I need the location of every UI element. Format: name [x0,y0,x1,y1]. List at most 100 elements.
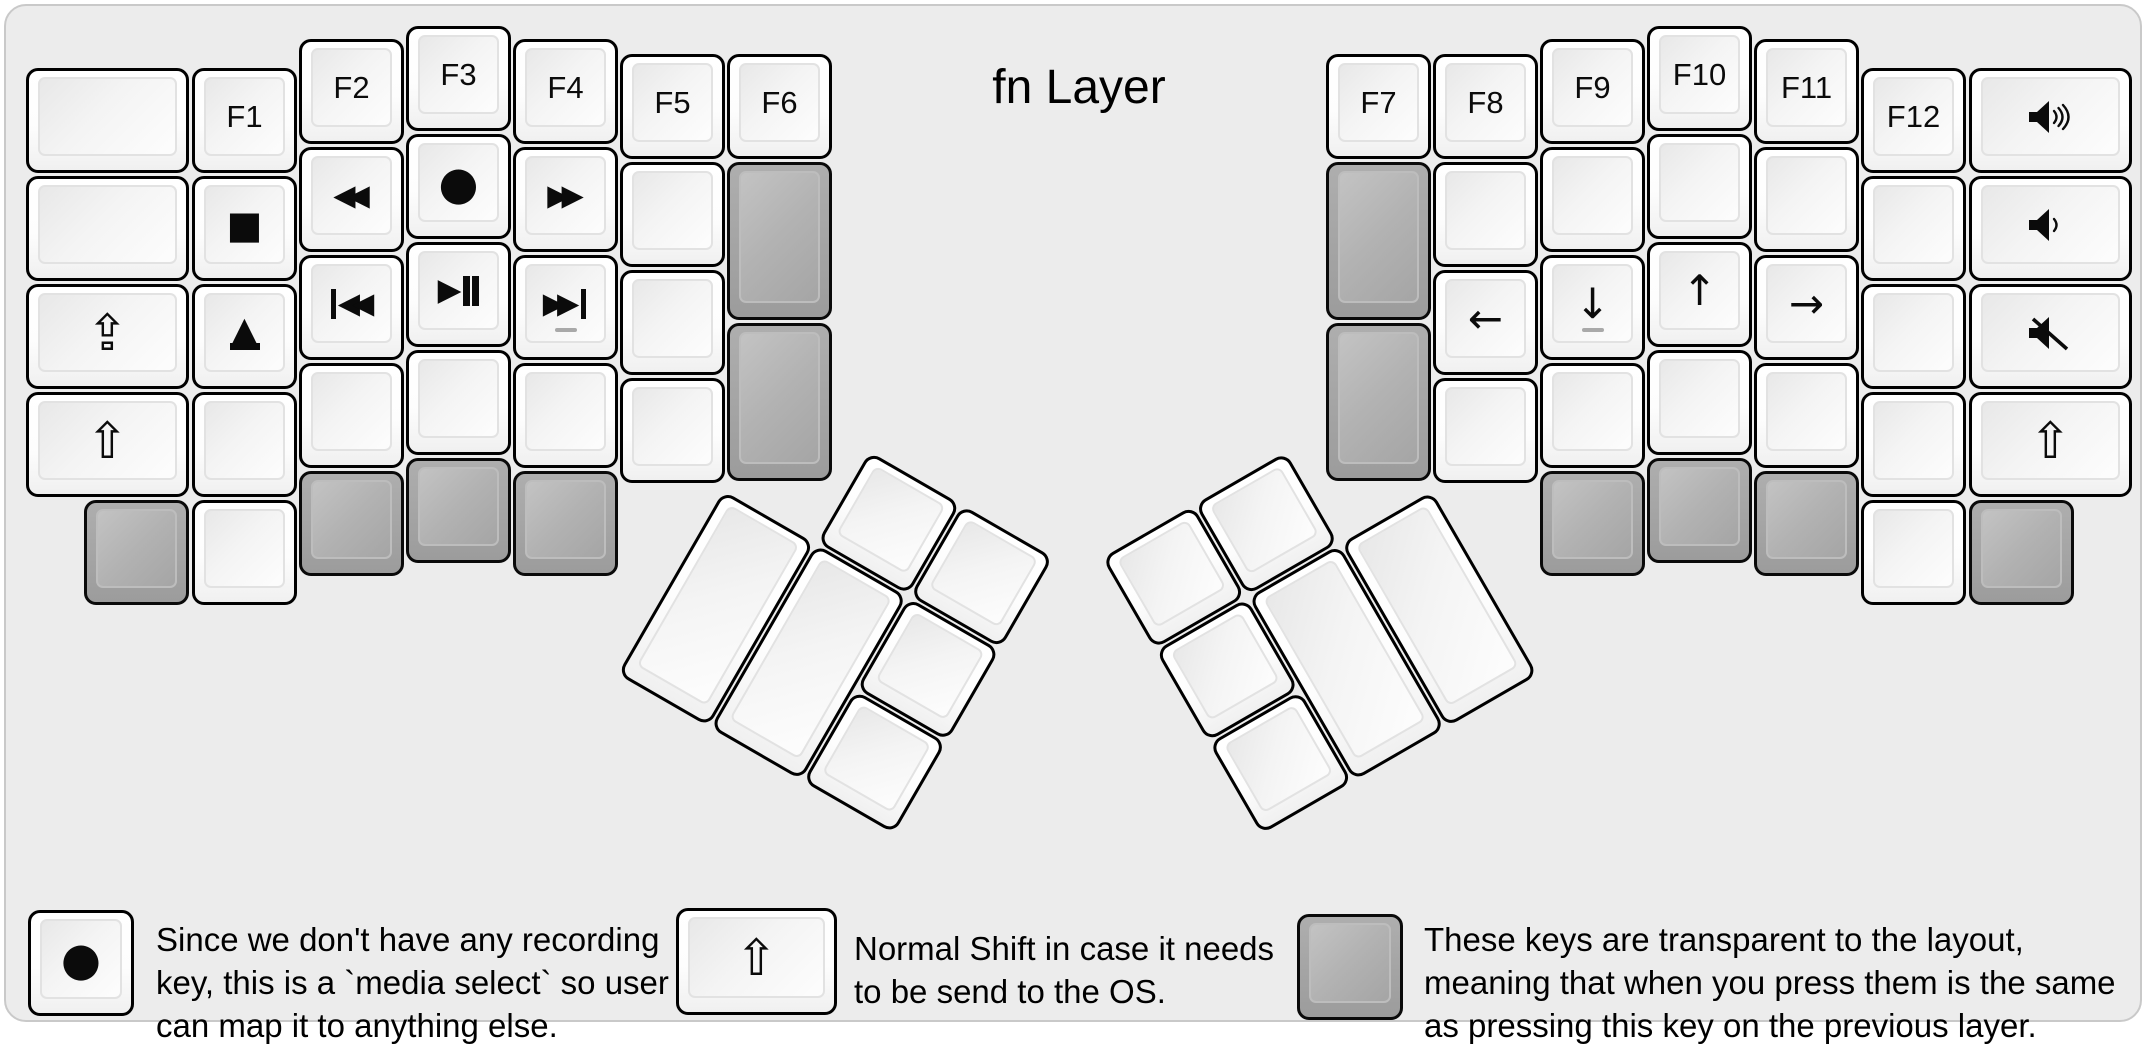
key-f9[interactable]: F9 [1540,39,1645,144]
keycap-face [1873,185,1954,264]
r-col2-row3[interactable] [1861,284,1966,389]
key-f3[interactable]: F3 [406,26,511,131]
keycap-face [1766,156,1847,235]
l-col6-row4[interactable] [620,378,725,483]
key-volume-mute[interactable] [1969,284,2132,389]
key-f12[interactable]: F12 [1861,68,1966,173]
key-arrow-up[interactable]: ↑ [1647,242,1752,347]
keycap-face [1981,185,2120,264]
keycap-face [1659,359,1740,438]
keycap-face: ● [418,143,499,222]
r-col6-row2[interactable] [1433,162,1538,267]
keycap-face: ⇧ [688,917,825,998]
r-col5-bottom[interactable] [1540,471,1645,576]
l-inner-tall2[interactable] [727,323,832,481]
key-volume-up[interactable] [1969,68,2132,173]
stop-icon: ■ [226,202,263,247]
r-inner-tall2[interactable] [1326,323,1431,481]
l-inner-tall1[interactable] [727,162,832,320]
keycap-face [1552,372,1633,451]
l-col2-row4[interactable] [192,392,297,497]
keycap-face: → [1766,264,1847,343]
keycap-face [525,480,606,559]
key-arrow-right[interactable]: → [1754,255,1859,360]
keycap-face: F10 [1659,35,1740,114]
key-play-pause[interactable]: ▶ [406,242,511,347]
record-icon: ● [60,932,102,986]
rewind-icon: ◀◀ [333,178,370,212]
keycap-face: F8 [1445,63,1526,142]
r-col4-bottom[interactable] [1647,458,1752,563]
r-shift[interactable]: ⇧ [1969,392,2132,497]
keycap-face [739,171,820,303]
key-stop[interactable]: ■ [192,176,297,281]
key-prev-track[interactable]: ◀◀ [299,255,404,360]
key-fast-forward[interactable]: ▶▶ [513,147,618,252]
r-inner-tall1[interactable] [1326,162,1431,320]
r-col3-row4[interactable] [1754,363,1859,468]
key-f11[interactable]: F11 [1754,39,1859,144]
key-f4[interactable]: F4 [513,39,618,144]
l-shift[interactable]: ⇧ [26,392,189,497]
key-arrow-left[interactable]: ← [1433,270,1538,375]
keycap-face: ⇧ [1981,401,2120,480]
key-record[interactable]: ● [406,134,511,239]
keycap-face [1116,519,1227,629]
keycap-face: ⇧ [38,401,177,480]
r-col2-bottom[interactable] [1861,500,1966,605]
eject-icon: ▲ [229,312,260,351]
keycap-face [1659,467,1740,546]
r-col5-row2[interactable] [1540,147,1645,252]
l-col5-bottom[interactable] [513,471,618,576]
r-col4-row4[interactable] [1647,350,1752,455]
r-col5-row4[interactable] [1540,363,1645,468]
key-f7[interactable]: F7 [1326,54,1431,159]
keycap-face: ◀◀ [311,264,392,343]
l-col1-row2[interactable] [26,176,189,281]
key-volume-down[interactable] [1969,176,2132,281]
keycap-face: ▲ [204,293,285,372]
l-col1-bottom[interactable] [84,500,189,605]
keycap-face [311,372,392,451]
keycap-face [1338,171,1419,303]
key-rewind[interactable]: ◀◀ [299,147,404,252]
key-f1[interactable]: F1 [192,68,297,173]
key-label: F9 [1574,69,1611,105]
r-col3-row2[interactable] [1754,147,1859,252]
keycap-face [204,509,285,588]
l-col3-bottom[interactable] [299,471,404,576]
key-f2[interactable]: F2 [299,39,404,144]
key-f6[interactable]: F6 [727,54,832,159]
keycap-face [1766,372,1847,451]
play-pause-icon: ▶ [438,275,480,306]
r-col2-row4[interactable] [1861,392,1966,497]
key-f5[interactable]: F5 [620,54,725,159]
key-eject[interactable]: ▲ [192,284,297,389]
r-col1-bottom[interactable] [1969,500,2074,605]
r-col3-bottom[interactable] [1754,471,1859,576]
l-col4-bottom[interactable] [406,458,511,563]
key-label: F11 [1780,69,1833,105]
r-col4-row2[interactable] [1647,134,1752,239]
legend-transparent-text: These keys are transparent to the layout… [1424,921,2116,1044]
l-col3-row4[interactable] [299,363,404,468]
keycap-face [632,279,713,358]
r-col6-row4[interactable] [1433,378,1538,483]
key-f10[interactable]: F10 [1647,26,1752,131]
l-col6-row2[interactable] [620,162,725,267]
key-next-track[interactable]: ▶▶ [513,255,618,360]
l-caps-lock[interactable]: ⇪ [26,284,189,389]
keycap-face [96,509,177,588]
keycap-face [1873,293,1954,372]
l-col6-row3[interactable] [620,270,725,375]
l-col2-bottom[interactable] [192,500,297,605]
keycap-face [1873,401,1954,480]
r-col2-row2[interactable] [1861,176,1966,281]
l-col5-row4[interactable] [513,363,618,468]
key-arrow-down[interactable]: ↓ [1540,255,1645,360]
record-icon: ● [438,155,479,210]
keycap-face [1552,156,1633,235]
l-col1-row1[interactable] [26,68,189,173]
key-f8[interactable]: F8 [1433,54,1538,159]
l-col4-row4[interactable] [406,350,511,455]
